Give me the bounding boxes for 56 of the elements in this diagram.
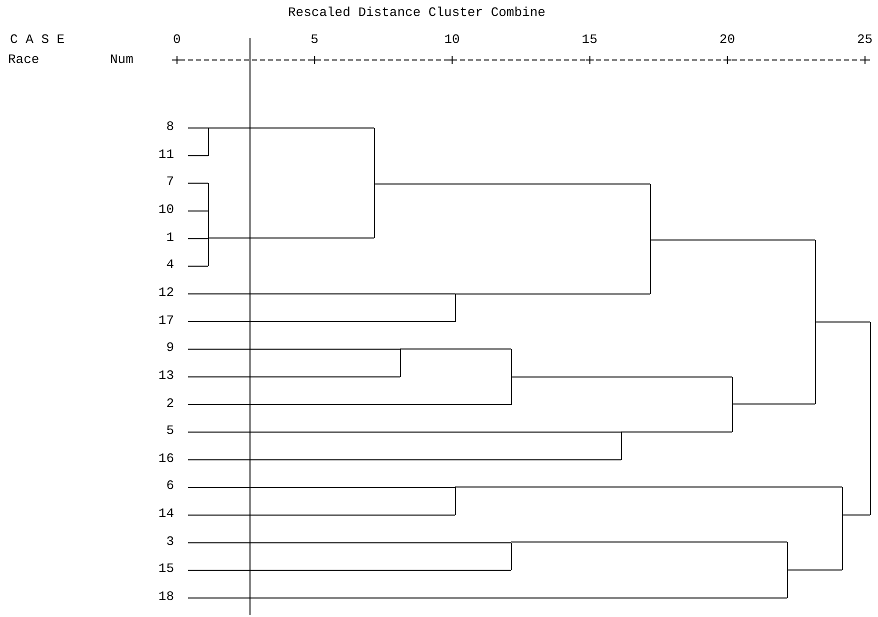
tick-label: 0 [173,33,181,47]
dendrogram-branch [400,348,512,350]
merge-line [786,542,788,598]
dendrogram-branch [188,570,512,571]
dendrogram-branch [188,486,456,488]
case-label: 6 [140,479,188,494]
dendrogram-branch [188,459,622,460]
tick-label: 5 [310,33,318,47]
case-label: 14 [140,507,188,522]
dendrogram-branch [188,514,456,516]
case-label: 11 [140,148,188,162]
dendrogram-branch [510,376,732,378]
dendrogram-branch [188,321,456,322]
merge-line [510,349,512,404]
dendrogram-branch [188,348,400,350]
case-label: 17 [140,314,188,328]
tick-label: 10 [444,33,460,47]
header-text: C A S E [10,33,65,47]
merge-line [510,542,512,570]
case-label: 7 [140,175,188,190]
dendrogram-branch [188,404,512,405]
case-label: 1 [140,230,188,245]
dendrogram-branch [188,238,208,240]
dendrogram-branch [842,514,870,516]
case-label: 5 [140,424,188,438]
merge-line [814,240,816,404]
merge-line [454,294,456,322]
case-label: 9 [140,341,188,356]
dendrogram-branch [188,210,208,212]
header-text: Num [110,53,134,67]
chart-title: Rescaled Distance Cluster Combine [288,6,546,20]
dendrogram-branch [188,266,208,267]
dendrogram-branch [188,376,400,378]
dendrogram-branch [188,542,512,544]
dendrogram-branch [188,598,788,599]
case-label: 12 [140,286,188,300]
header-text: Race [8,53,40,67]
case-label: 16 [140,452,188,466]
merge-line [620,432,622,460]
dendrogram-branch [188,182,208,184]
dendrogram-branch [188,293,456,294]
case-label: 2 [140,396,188,410]
case-label: 10 [140,202,188,217]
dendrogram-branch [454,486,842,488]
merge-line [454,487,456,516]
case-label: 4 [140,258,188,272]
tick-label: 25 [857,33,873,47]
dendrogram-branch [188,155,208,156]
tick-label: 15 [582,33,598,47]
case-label: 8 [140,120,188,134]
case-label: 13 [140,368,188,383]
tick-label: 20 [719,33,735,47]
dendrogram-branch [188,432,622,433]
case-label: 3 [140,534,188,549]
case-label: 15 [140,562,188,576]
case-label: 18 [140,590,188,604]
